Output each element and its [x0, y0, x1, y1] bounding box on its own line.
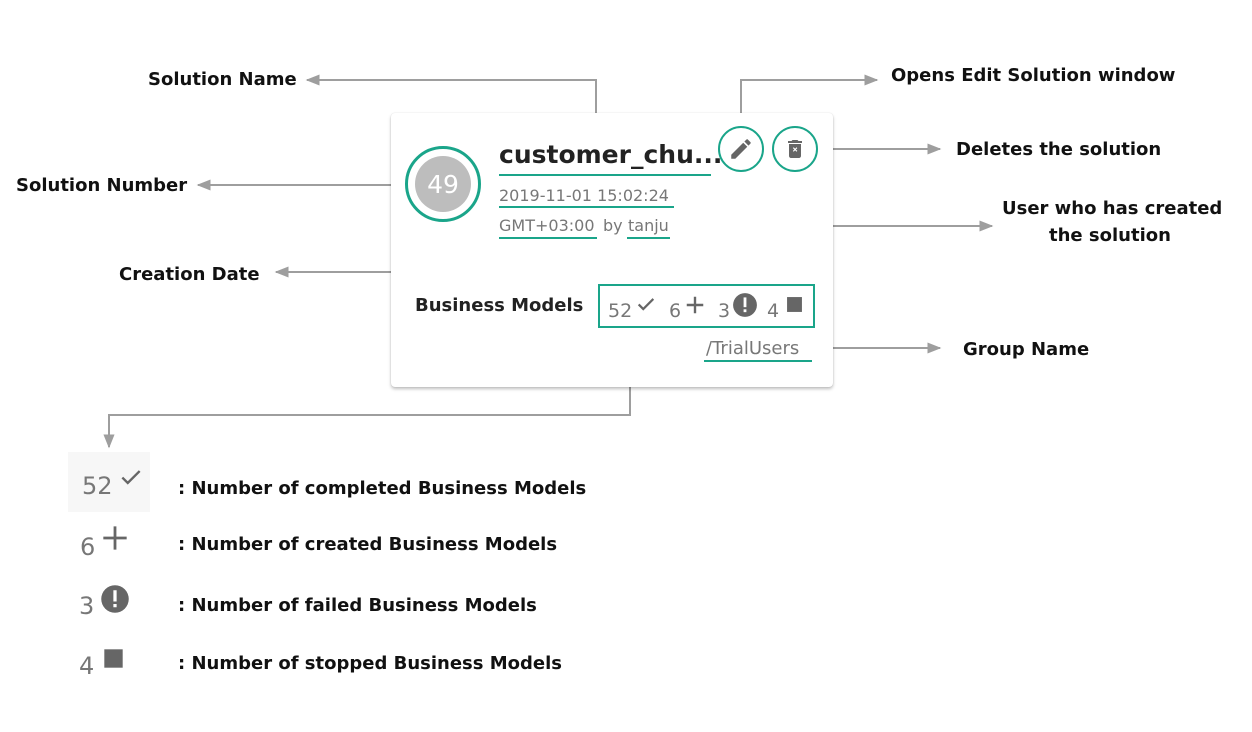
callout-creation-date: Creation Date — [119, 264, 260, 285]
completed-count: 52 — [608, 300, 633, 322]
check-icon — [637, 298, 655, 311]
exclamation-circle-icon — [101, 585, 129, 613]
exclamation-circle-icon — [733, 293, 757, 317]
business-model-status-box — [598, 284, 815, 328]
solution-name[interactable]: customer_chu... — [499, 140, 723, 169]
failed-count: 3 — [718, 300, 731, 322]
plus-icon — [103, 526, 127, 550]
stopped-count: 4 — [767, 300, 780, 322]
created-count: 6 — [669, 300, 682, 322]
callout-user-line1: User who has created — [1002, 198, 1223, 219]
creation-date-underline — [499, 206, 674, 208]
legend-completed-text: : Number of completed Business Models — [178, 478, 587, 499]
timezone-underline — [499, 237, 597, 239]
group-name[interactable]: /TrialUsers — [706, 338, 800, 359]
by-label: by — [603, 216, 623, 235]
arrow-opens-edit — [740, 74, 879, 126]
legend-created-count: 6 — [80, 533, 96, 561]
stop-square-icon — [104, 649, 123, 668]
edit-solution-button[interactable] — [718, 126, 764, 172]
legend-failed-text: : Number of failed Business Models — [178, 595, 537, 616]
callout-opens-edit: Opens Edit Solution window — [891, 65, 1176, 86]
callout-solution-number: Solution Number — [16, 175, 188, 196]
stop-square-icon — [787, 297, 802, 312]
check-icon — [121, 470, 141, 485]
trash-icon — [788, 140, 802, 158]
legend-stopped-count: 4 — [79, 652, 95, 680]
creator-user-underline — [627, 237, 670, 239]
legend-failed-count: 3 — [79, 592, 95, 620]
callout-group-name: Group Name — [963, 339, 1090, 360]
legend-completed-count: 52 — [82, 472, 113, 500]
solution-number: 49 — [415, 156, 471, 212]
creation-date: 2019-11-01 15:02:24 — [499, 186, 669, 205]
legend-created-text: : Number of created Business Models — [178, 534, 558, 555]
pencil-icon — [731, 139, 751, 159]
delete-solution-button[interactable] — [772, 126, 818, 172]
business-models-label: Business Models — [415, 295, 584, 316]
plus-icon — [686, 296, 704, 314]
solution-number-badge: 49 — [405, 146, 481, 222]
callout-user-line2: the solution — [1049, 225, 1171, 246]
callout-solution-name: Solution Name — [148, 69, 297, 90]
timezone: GMT+03:00 — [499, 216, 595, 235]
legend-highlight — [68, 452, 150, 512]
group-name-underline — [704, 360, 812, 362]
solution-name-underline — [499, 174, 711, 176]
legend-stopped-text: : Number of stopped Business Models — [178, 653, 563, 674]
creator-user: tanju — [628, 216, 669, 235]
callout-deletes: Deletes the solution — [956, 139, 1162, 160]
